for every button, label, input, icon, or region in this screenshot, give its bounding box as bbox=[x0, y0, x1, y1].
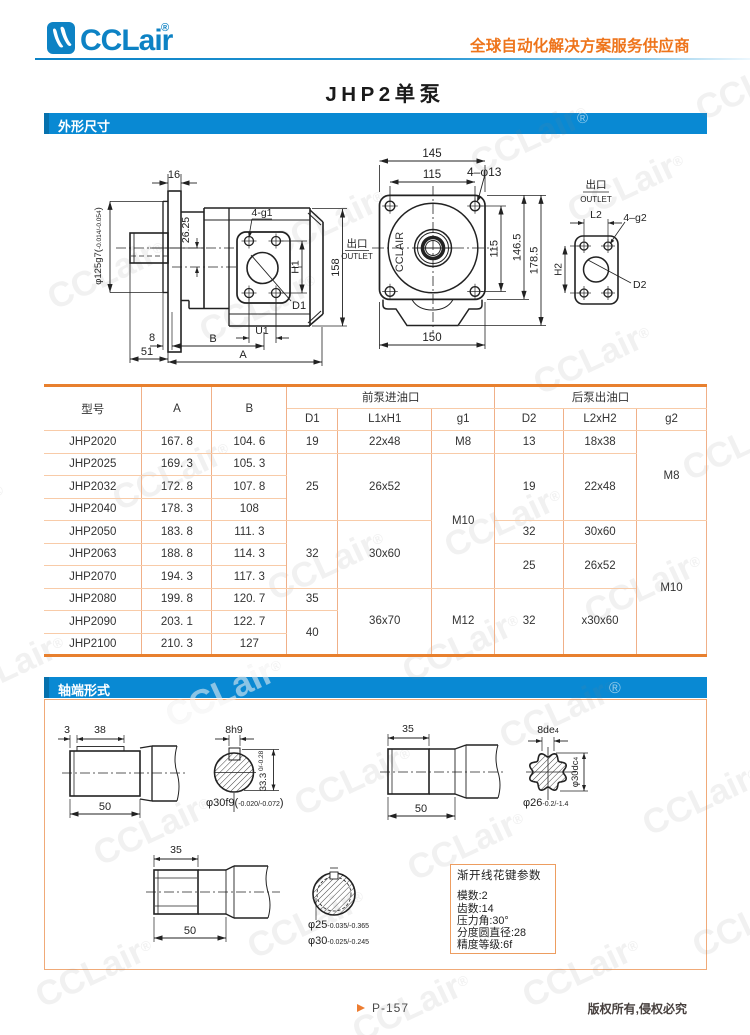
svg-text:U1: U1 bbox=[255, 325, 269, 337]
svg-text:4–φ13: 4–φ13 bbox=[467, 165, 502, 179]
svg-text:L2: L2 bbox=[590, 209, 602, 221]
svg-text:150: 150 bbox=[422, 332, 441, 344]
svg-text:φ30f9(-0.020/-0.072): φ30f9(-0.020/-0.072) bbox=[206, 797, 284, 809]
svg-text:16: 16 bbox=[168, 169, 180, 181]
svg-text:φ30dc4: φ30dc4 bbox=[570, 756, 581, 787]
svg-text:115: 115 bbox=[489, 240, 501, 258]
svg-text:φ30-0.025/-0.245: φ30-0.025/-0.245 bbox=[308, 935, 369, 947]
svg-text:115: 115 bbox=[423, 169, 441, 181]
svg-text:出口: 出口 bbox=[347, 237, 368, 250]
svg-text:H1: H1 bbox=[290, 260, 302, 274]
svg-text:33.3 0/-0.28: 33.3 0/-0.28 bbox=[258, 750, 269, 791]
svg-text:35: 35 bbox=[402, 723, 414, 735]
svg-text:178.5: 178.5 bbox=[529, 247, 541, 275]
svg-text:8h9: 8h9 bbox=[225, 724, 243, 736]
svg-text:出口: 出口 bbox=[586, 178, 607, 191]
svg-text:A: A bbox=[239, 349, 247, 361]
svg-text:8de4: 8de4 bbox=[537, 724, 559, 736]
svg-text:φ125g7(-0.014/-0.054): φ125g7(-0.014/-0.054) bbox=[93, 207, 104, 285]
svg-text:D2: D2 bbox=[633, 279, 647, 291]
svg-text:50: 50 bbox=[184, 925, 196, 937]
svg-text:D1: D1 bbox=[292, 300, 306, 312]
svg-text:3: 3 bbox=[64, 724, 70, 736]
svg-text:φ25-0.035/-0.365: φ25-0.035/-0.365 bbox=[308, 919, 369, 931]
svg-text:OUTLET: OUTLET bbox=[580, 195, 612, 204]
svg-text:38: 38 bbox=[94, 724, 106, 736]
svg-text:CCLAIR: CCLAIR bbox=[394, 232, 406, 272]
svg-text:H2: H2 bbox=[554, 263, 565, 276]
svg-text:35: 35 bbox=[170, 844, 182, 856]
svg-text:26.25: 26.25 bbox=[180, 217, 192, 243]
svg-text:146.5: 146.5 bbox=[512, 234, 524, 262]
svg-text:OUTLET: OUTLET bbox=[341, 252, 373, 261]
svg-text:51: 51 bbox=[141, 346, 153, 358]
svg-text:50: 50 bbox=[415, 803, 427, 815]
svg-text:4-g1: 4-g1 bbox=[251, 207, 272, 219]
svg-text:4–g2: 4–g2 bbox=[623, 212, 647, 224]
svg-text:50: 50 bbox=[99, 801, 111, 813]
svg-text:8: 8 bbox=[149, 332, 155, 344]
svg-text:158: 158 bbox=[330, 258, 342, 276]
svg-text:φ26-0.2/-1.4: φ26-0.2/-1.4 bbox=[523, 797, 569, 809]
svg-text:B: B bbox=[209, 333, 216, 345]
svg-text:145: 145 bbox=[422, 148, 441, 160]
